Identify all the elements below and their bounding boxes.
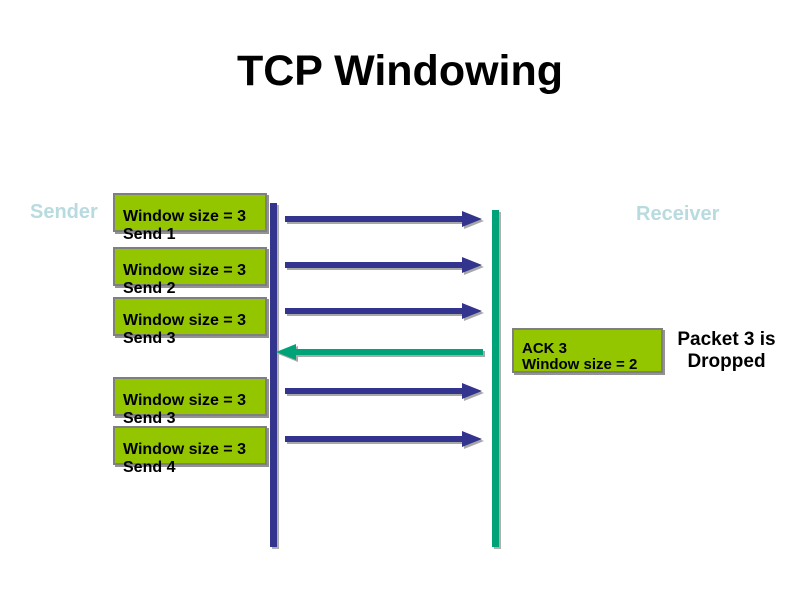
sender-timeline (270, 203, 277, 547)
arrow-head-right-icon (462, 257, 482, 273)
arrow-shaft (285, 436, 462, 442)
arrow-head-right-icon (462, 303, 482, 319)
send-label: Send 3 (123, 410, 176, 427)
arrow-shaft (285, 262, 462, 268)
arrow-head-right-icon (462, 431, 482, 447)
ack-box: ACK 3 Window size = 2 (512, 328, 663, 373)
send-4-arrow (285, 431, 482, 447)
arrow-head-right-icon (462, 383, 482, 399)
send-label: Send 4 (123, 459, 176, 476)
arrow-shaft (285, 308, 462, 314)
send-box-5: Window size = 3 Send 4 (113, 426, 267, 476)
window-size-label: Window size = 3 (123, 392, 246, 409)
send-label: Send 1 (123, 226, 176, 243)
window-size-label: Window size = 3 (123, 262, 246, 279)
send-box-3: Window size = 3 Send 3 (113, 297, 267, 347)
packet-dropped-line1: Packet 3 is (677, 329, 776, 350)
send-box-4: Window size = 3 Send 3 (113, 377, 267, 427)
arrow-head-left-icon (276, 344, 296, 360)
ack-label: ACK 3 (522, 340, 568, 357)
send-3-arrow (285, 303, 482, 319)
ack-window-size-label: Window size = 2 (522, 356, 638, 373)
window-size-label: Window size = 3 (123, 312, 246, 329)
ack-3-arrow (276, 344, 483, 360)
arrow-shaft (285, 388, 462, 394)
packet-dropped-line2: Dropped (687, 351, 766, 372)
resend-3-arrow (285, 383, 482, 399)
window-size-label: Window size = 3 (123, 441, 246, 458)
window-size-label: Window size = 3 (123, 208, 246, 225)
arrow-shaft (296, 349, 483, 355)
page-title: TCP Windowing (236, 47, 564, 95)
arrow-shaft (285, 216, 462, 222)
send-label: Send 2 (123, 280, 176, 297)
send-2-arrow (285, 257, 482, 273)
send-box-1: Window size = 3 Send 1 (113, 193, 267, 243)
receiver-timeline (492, 210, 499, 547)
receiver-label: Receiver (636, 203, 720, 225)
send-label: Send 3 (123, 330, 176, 347)
send-1-arrow (285, 211, 482, 227)
packet-dropped-note: Packet 3 is Dropped (664, 329, 789, 373)
send-box-2: Window size = 3 Send 2 (113, 247, 267, 297)
arrow-head-right-icon (462, 211, 482, 227)
sender-label: Sender (30, 201, 98, 223)
